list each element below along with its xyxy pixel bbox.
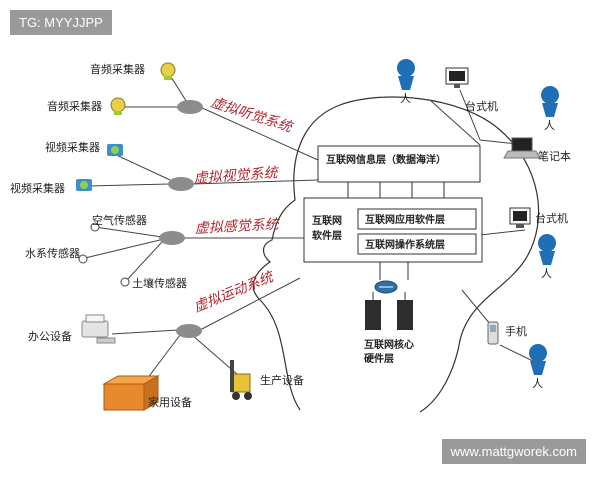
hub-hearing xyxy=(177,100,203,114)
person-label: 人 xyxy=(532,377,543,390)
app-layer-label: 互联网应用软件层 xyxy=(365,213,445,226)
printer-icon xyxy=(81,314,116,344)
mobile-phone-icon xyxy=(487,321,499,345)
watermark-bottom: www.mattgworek.com xyxy=(441,439,586,464)
hub-links xyxy=(84,71,536,396)
layer-connectors xyxy=(347,182,445,280)
production-equipment-label: 生产设备 xyxy=(260,373,304,387)
info-layer-box xyxy=(317,145,481,183)
forklift-icon xyxy=(230,360,252,400)
microphone-icon xyxy=(110,97,126,115)
person-icon xyxy=(397,59,415,90)
software-layer-label: 软件层 xyxy=(312,229,342,242)
desktop-label: 台式机 xyxy=(465,99,498,113)
hub-sensing xyxy=(159,231,185,245)
system-vision-label: 虚拟视觉系统 xyxy=(193,165,280,187)
desktop-label: 台式机 xyxy=(535,211,568,225)
software-layer-label: 互联网 xyxy=(312,214,342,227)
person-icon xyxy=(529,344,547,375)
camera-icon xyxy=(76,179,92,191)
hardware-layer-label: 互联网核心 xyxy=(364,338,414,351)
sensor-node-icon xyxy=(78,254,88,264)
person-label: 人 xyxy=(544,119,555,132)
router-icon xyxy=(374,280,398,294)
appliance-box-icon xyxy=(102,375,160,411)
soil-sensor-label: 土壤传感器 xyxy=(132,276,187,290)
hub-vision xyxy=(168,177,194,191)
hub-motion xyxy=(176,324,202,338)
person-icon xyxy=(538,234,556,265)
camera-icon xyxy=(107,144,123,156)
office-equipment-label: 办公设备 xyxy=(28,329,72,343)
server-icon xyxy=(365,292,413,330)
water-sensor-label: 水系传感器 xyxy=(25,247,80,260)
phone-label: 手机 xyxy=(505,324,527,338)
os-layer-label: 互联网操作系统层 xyxy=(365,238,445,251)
audio-collector-label: 音频采集器 xyxy=(90,62,145,76)
system-sensing-label: 虚拟感觉系统 xyxy=(194,217,281,237)
person-label: 人 xyxy=(400,92,411,105)
info-layer-label: 互联网信息层（数据海洋） xyxy=(326,153,446,166)
home-equipment-label: 家用设备 xyxy=(148,395,192,409)
watermark-top: TG: MYYJJPP xyxy=(10,10,112,35)
air-sensor-label: 空气传感器 xyxy=(92,213,147,227)
person-icon xyxy=(541,86,559,117)
head-outline xyxy=(252,96,540,413)
app-layer-box xyxy=(357,208,477,230)
os-layer-box xyxy=(357,233,477,255)
video-collector-label: 视频采集器 xyxy=(10,181,65,195)
laptop-label: 笔记本 xyxy=(538,149,571,163)
sensor-node-icon xyxy=(90,222,100,232)
microphone-icon xyxy=(160,62,176,80)
laptop-icon xyxy=(503,137,541,159)
sensor-node-icon xyxy=(120,277,130,287)
desktop-computer-icon xyxy=(445,67,469,88)
system-motion-label: 虚拟运动系统 xyxy=(192,269,278,316)
video-collector-label: 视频采集器 xyxy=(45,140,100,154)
person-label: 人 xyxy=(541,267,552,280)
desktop-computer-icon xyxy=(509,207,531,228)
hardware-layer-label: 硬件层 xyxy=(364,352,394,365)
audio-collector-label: 音频采集器 xyxy=(47,99,102,113)
